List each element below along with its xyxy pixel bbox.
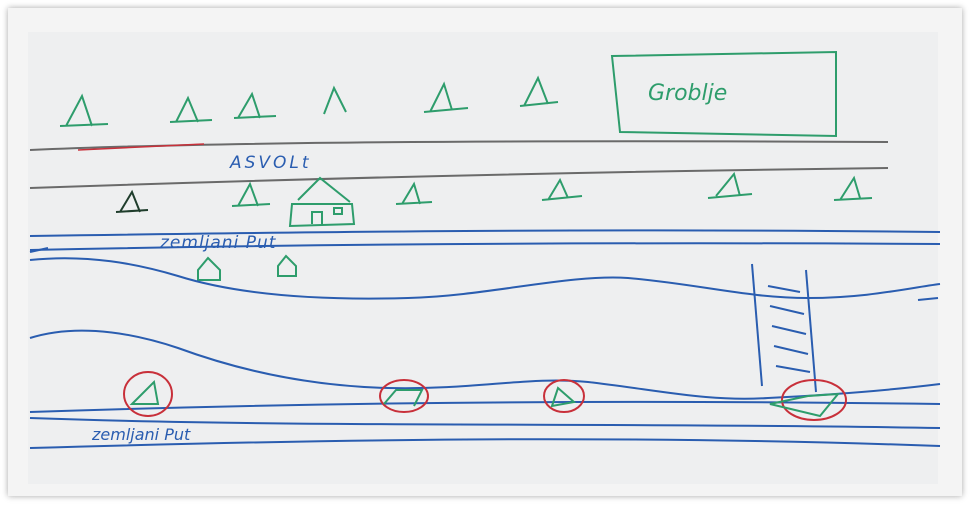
tree-row-top [59, 75, 559, 127]
cemetery-label: Groblje [648, 81, 727, 106]
dirt-road-middle [29, 229, 941, 253]
tent-triangle-icon [519, 75, 559, 107]
dirt-road-label-lower: zemljani Put [91, 425, 191, 444]
house-icon [197, 256, 221, 281]
tent-triangle-icon [169, 95, 213, 123]
circled-markers [123, 371, 847, 421]
tent-triangle-icon [231, 181, 271, 207]
tent-triangle-icon [833, 175, 873, 201]
whiteboard-surface [28, 32, 938, 484]
circled-triangle-icon [123, 371, 173, 417]
house-icon [288, 176, 356, 228]
small-houses [197, 254, 297, 281]
tent-triangle-icon [233, 91, 277, 119]
whiteboard-photo: Groblje ASVOLt zemljani Put [8, 8, 962, 496]
circled-triangle-icon [543, 379, 585, 413]
tent-triangle-icon [541, 177, 583, 201]
tent-triangle-icon [115, 189, 149, 213]
house-icon [277, 254, 297, 277]
tree-row-middle [115, 171, 873, 213]
tent-triangle-icon [423, 81, 469, 113]
bridge [751, 263, 817, 393]
tent-triangle-icon [707, 171, 753, 199]
asphalt-road [29, 140, 889, 189]
dirt-road-lower [29, 400, 941, 449]
tent-triangle-icon [395, 181, 433, 205]
cemetery-box [610, 50, 837, 138]
tent-triangle-icon [59, 93, 109, 127]
dirt-road-label-middle: zemljani Put [159, 233, 277, 253]
road-label: ASVOLt [229, 153, 312, 173]
circled-triangle-icon [769, 379, 847, 421]
whiteboard-drawing: Groblje ASVOLt zemljani Put [28, 32, 941, 484]
tent-triangle-icon [323, 85, 347, 115]
circled-triangle-icon [379, 379, 429, 413]
